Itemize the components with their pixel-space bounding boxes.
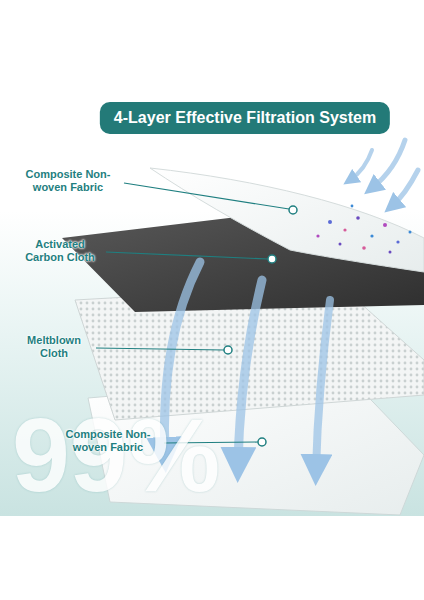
layer-label: Meltblown Cloth [18, 334, 90, 360]
watermark: 99% [12, 400, 220, 510]
title-banner: 4-Layer Effective Filtration System [100, 102, 390, 134]
particles [316, 205, 411, 254]
layer-label: Composite Non-woven Fabric [58, 428, 158, 454]
top-fabric-layer [150, 168, 424, 272]
layer-label: Composite Non-woven Fabric [18, 168, 118, 194]
leader-dots [224, 206, 297, 446]
layer-label: Activated Carbon Cloth [20, 238, 100, 264]
